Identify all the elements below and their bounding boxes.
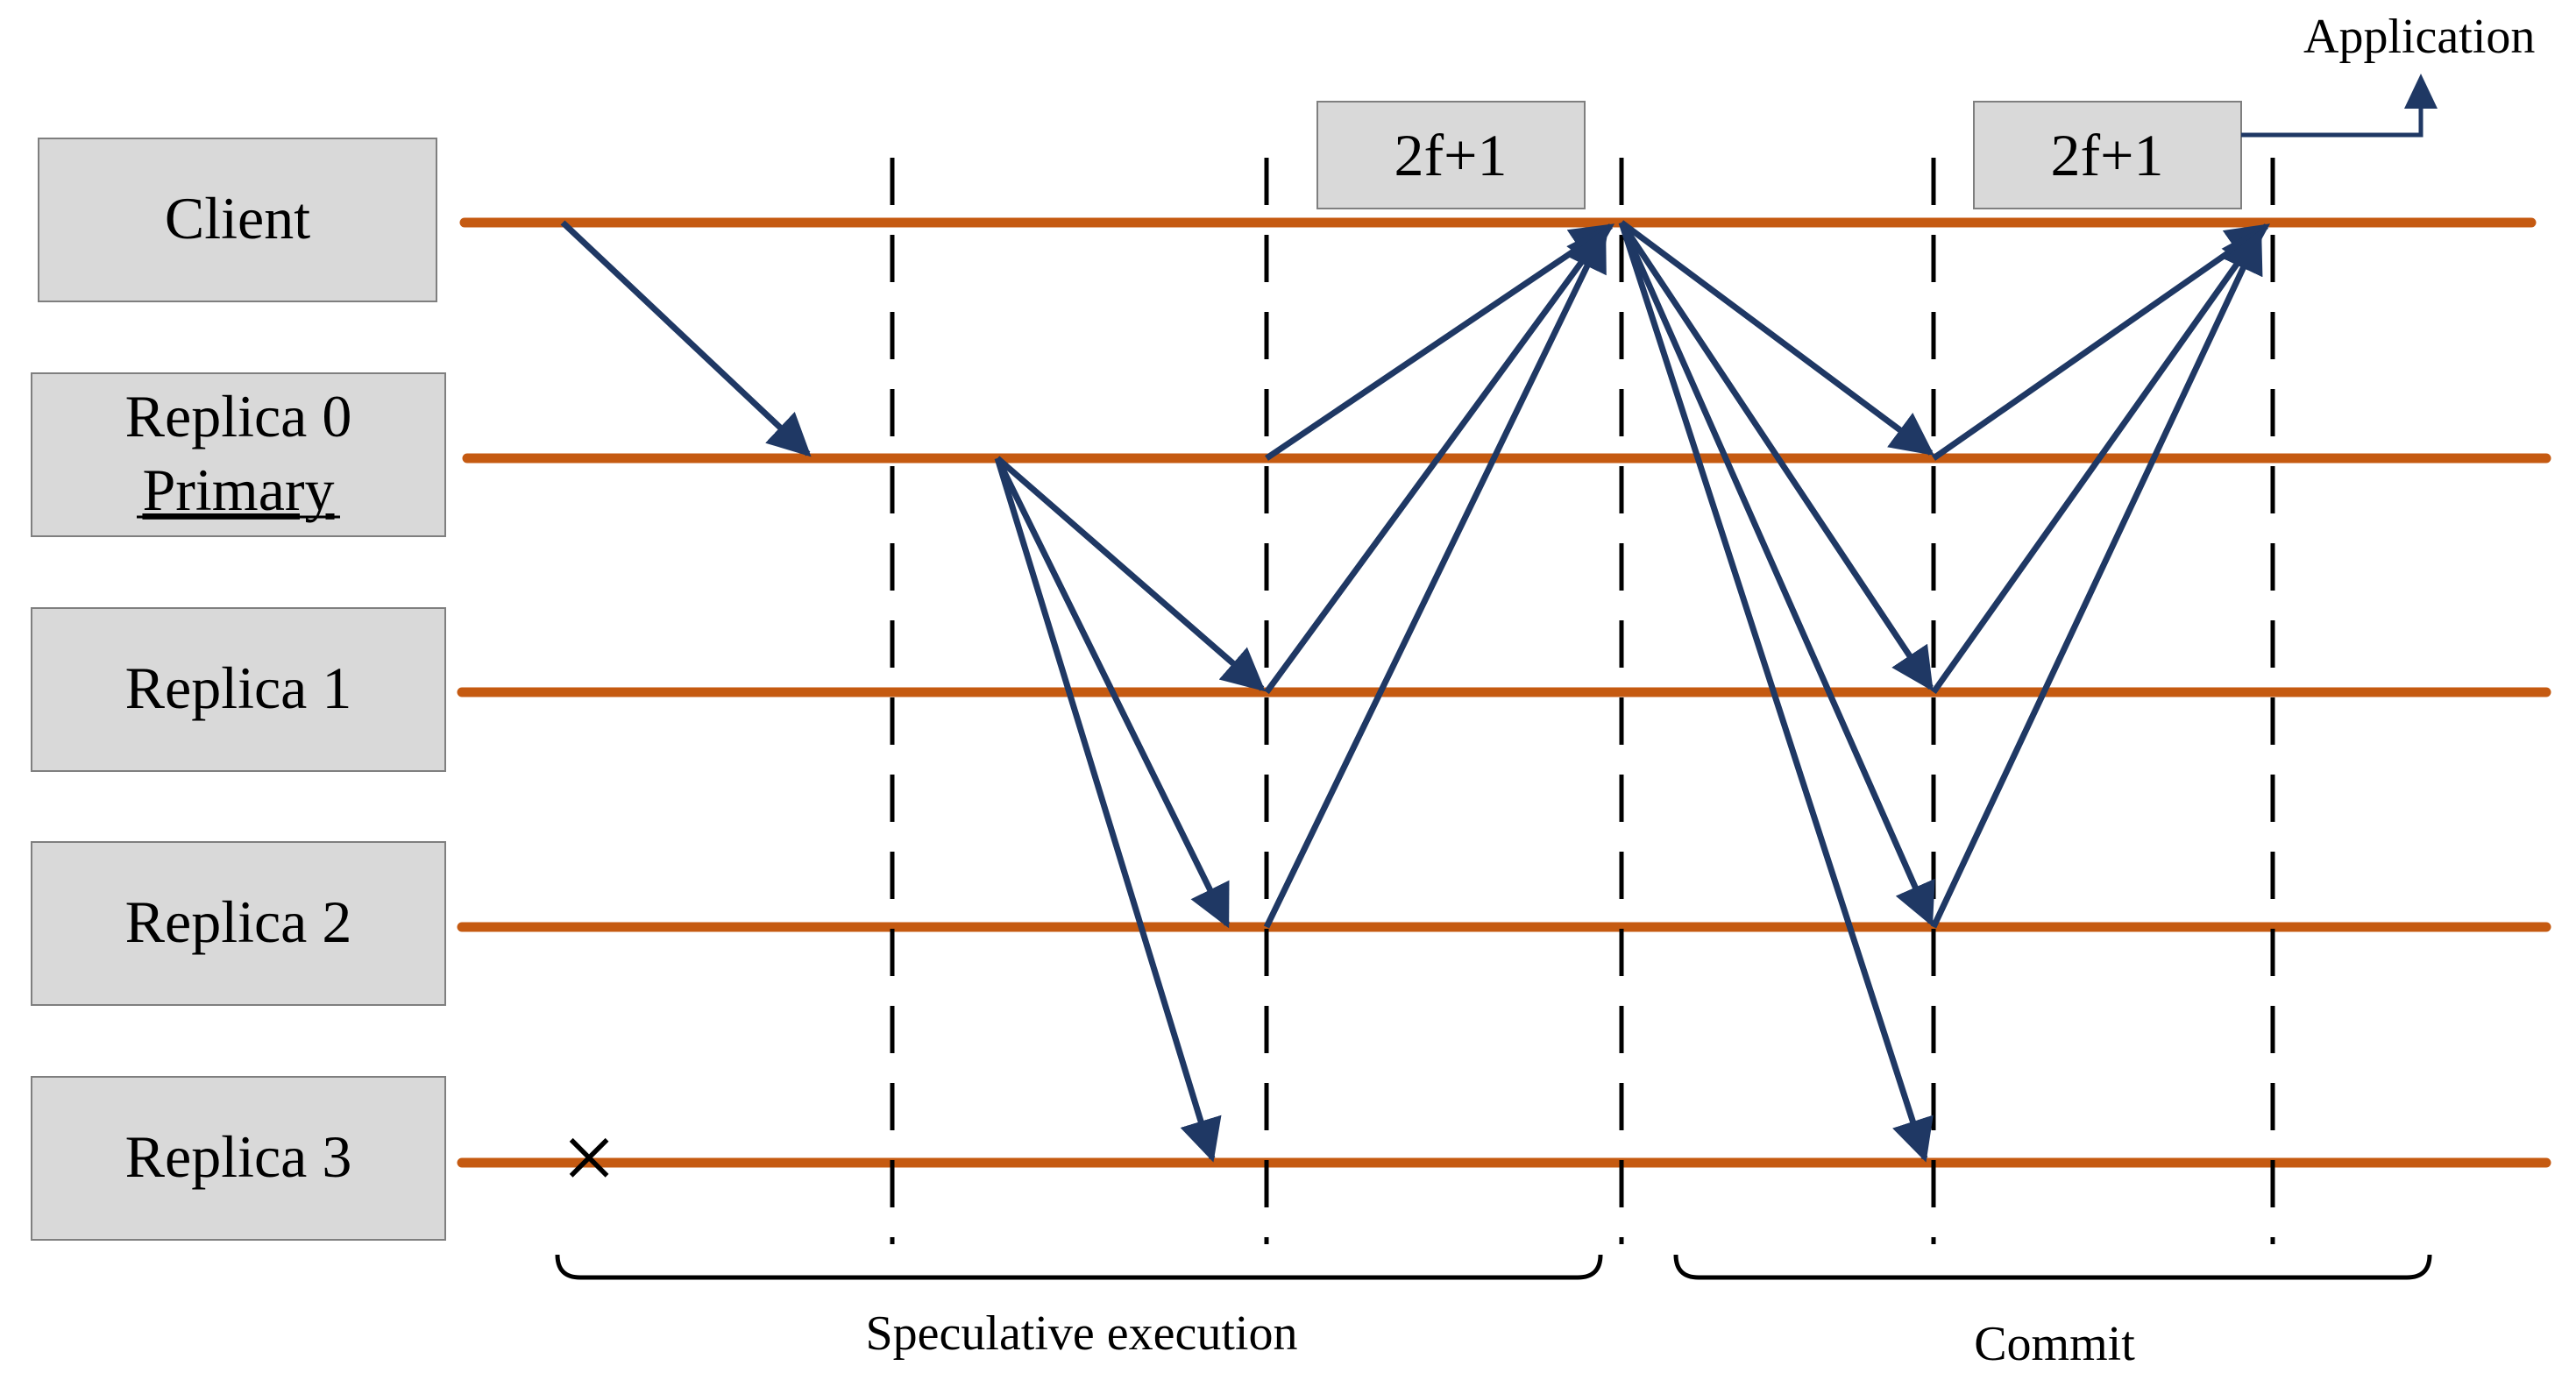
application-arrow bbox=[2241, 96, 2423, 138]
failure-cross-icon: × bbox=[562, 1104, 616, 1211]
message-arrow bbox=[1264, 224, 1609, 695]
application-arrowhead bbox=[2404, 74, 2438, 109]
node-box bbox=[31, 607, 446, 772]
message-arrow bbox=[995, 456, 1266, 692]
node-label-replica3: Replica 3 bbox=[125, 1123, 352, 1190]
message-arrow bbox=[1619, 221, 1934, 692]
node-sublabel-primary: Primary bbox=[142, 456, 334, 523]
message-arrow bbox=[1265, 223, 1615, 461]
message-arrow bbox=[1931, 223, 2271, 461]
node-label-client: Client bbox=[165, 185, 310, 251]
quorum-box bbox=[1316, 101, 1586, 209]
message-arrow bbox=[1618, 221, 1934, 1163]
timelines bbox=[457, 217, 2551, 1168]
node-box bbox=[31, 372, 446, 537]
node-replica0: Replica 0 Primary bbox=[31, 372, 446, 537]
node-boxes: Client Replica 0 Primary Replica 1 Repli… bbox=[31, 138, 446, 1241]
message-arrow bbox=[1618, 221, 1935, 927]
application-output: Application bbox=[2241, 10, 2535, 138]
message-arrow bbox=[994, 456, 1222, 1163]
node-box bbox=[31, 1076, 446, 1241]
messages bbox=[560, 220, 2271, 1163]
brace-commit bbox=[1673, 1254, 2432, 1280]
node-label-replica0: Replica 0 bbox=[125, 383, 352, 449]
quorum-box-1: 2f+1 bbox=[1316, 101, 1586, 209]
node-label-replica1: Replica 1 bbox=[125, 655, 352, 721]
quorum-label: 2f+1 bbox=[2051, 122, 2164, 188]
quorum-box bbox=[1973, 101, 2242, 209]
node-box bbox=[38, 138, 437, 302]
message-arrow bbox=[1263, 227, 1607, 929]
message-arrow bbox=[1931, 226, 2264, 695]
node-replica3: Replica 3 bbox=[31, 1076, 446, 1241]
node-label-replica2: Replica 2 bbox=[125, 888, 352, 955]
node-client: Client bbox=[38, 138, 437, 302]
message-arrow bbox=[560, 220, 812, 457]
phase-dividers bbox=[890, 158, 2275, 1244]
quorum-box-2: 2f+1 bbox=[1973, 101, 2242, 209]
message-arrow bbox=[994, 456, 1231, 929]
application-label: Application bbox=[2303, 10, 2535, 64]
phase-label-speculative: Speculative execution bbox=[866, 1306, 1298, 1361]
node-replica1: Replica 1 bbox=[31, 607, 446, 772]
node-box bbox=[31, 841, 446, 1006]
brace-speculative bbox=[555, 1254, 1603, 1280]
phase-braces bbox=[555, 1254, 2432, 1280]
phase-label-commit: Commit bbox=[1974, 1317, 2135, 1371]
message-arrow bbox=[1930, 229, 2263, 929]
quorum-label: 2f+1 bbox=[1394, 122, 1508, 188]
message-arrow bbox=[1619, 220, 1934, 456]
node-replica2: Replica 2 bbox=[31, 841, 446, 1006]
